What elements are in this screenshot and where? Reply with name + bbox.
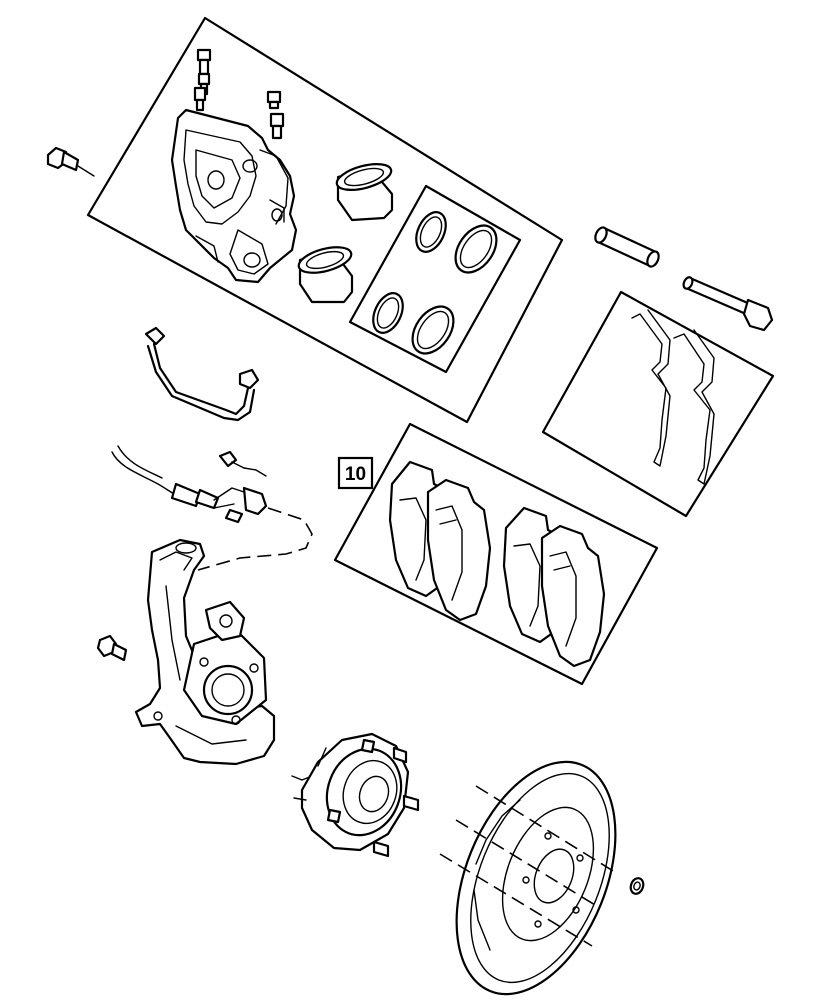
seal-kit-box — [348, 184, 522, 374]
wheel-speed-sensor — [111, 445, 313, 571]
rotor-retaining-washer — [629, 877, 645, 895]
anti-rattle-clip-box — [541, 290, 775, 518]
brake-hose — [144, 326, 260, 422]
caliper-kit-box — [86, 16, 564, 424]
knuckle-bolt — [96, 634, 128, 662]
bleeder-screws — [193, 48, 285, 140]
guide-pin-bolt — [682, 276, 774, 332]
callout-10-label: 10 — [345, 464, 366, 485]
callout-10: 10 — [337, 456, 374, 490]
brake-pad-box — [333, 422, 659, 686]
caliper-pistons — [297, 163, 394, 304]
steering-knuckle — [134, 538, 276, 766]
brake-pads — [388, 460, 606, 668]
caliper-body — [170, 108, 298, 284]
alignment-center-lines — [439, 785, 619, 947]
guide-pin-sleeve — [594, 226, 660, 268]
wheel-studs — [326, 738, 420, 858]
hub-bearing-assembly — [291, 732, 420, 858]
caliper-mounting-bolt — [46, 146, 95, 177]
